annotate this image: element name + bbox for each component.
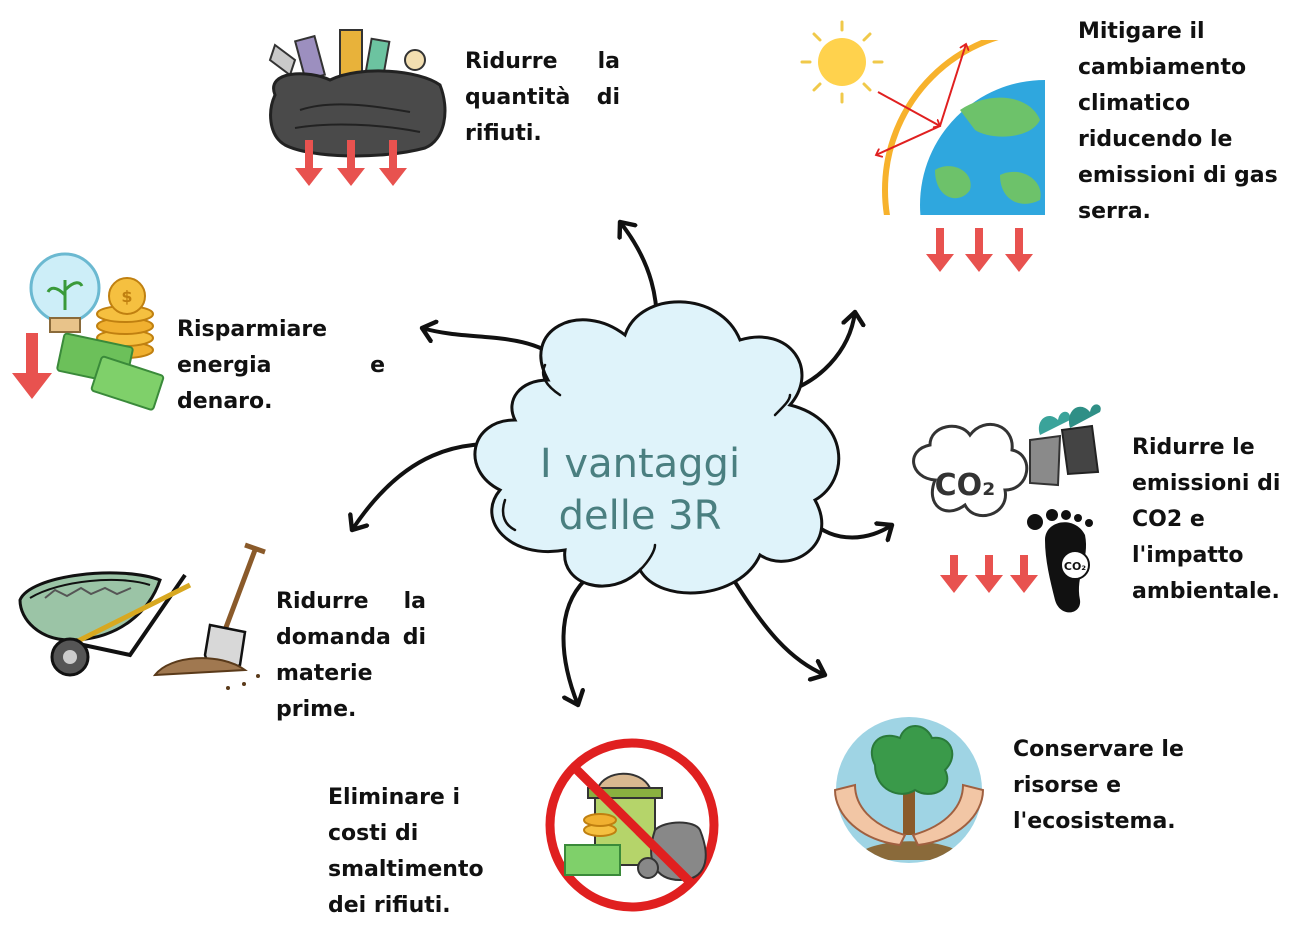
benefit-disposal-text: Eliminare i costi di smaltimento dei rif… xyxy=(328,785,484,918)
waste-pile-icon xyxy=(268,29,447,158)
benefit-materials-text: Ridurre la domanda di materie prime. xyxy=(276,589,426,722)
footprint-icon: CO₂ xyxy=(1027,509,1093,613)
sun-icon xyxy=(800,20,884,104)
center-cloud xyxy=(473,300,841,595)
wheelbarrow-icon xyxy=(18,571,192,677)
earth-icon xyxy=(882,40,1045,215)
benefit-resources-text: Conservare le risorse e l'ecosistema. xyxy=(1013,737,1184,834)
arrow-to-disposal xyxy=(561,578,587,705)
hands-tree-icon xyxy=(833,717,985,863)
arrow-to-resources xyxy=(733,580,825,675)
center-title: I vantaggi delle 3R xyxy=(520,438,760,542)
co2-cloud-icon: CO₂ xyxy=(912,404,1101,518)
co2-cloud-label: CO₂ xyxy=(935,468,996,503)
benefit-waste-text: Ridurre la quantità di rifiuti. xyxy=(465,49,620,146)
down-arrows-icon xyxy=(926,228,1033,272)
center-title-line2: delle 3R xyxy=(558,493,722,539)
radiation-arrows-icon xyxy=(876,44,966,155)
down-arrow-icon xyxy=(12,333,52,399)
benefit-climate-text: Mitigare il cambiamento climatico riduce… xyxy=(1078,19,1278,224)
down-arrows-icon xyxy=(940,555,1038,593)
footprint-co2-label: CO₂ xyxy=(1064,560,1086,573)
lightbulb-money-icon: $ xyxy=(29,252,165,411)
benefit-energy-text: Risparmiare energia e denaro. xyxy=(177,317,385,414)
no-disposal-icon xyxy=(545,738,719,912)
center-title-line1: I vantaggi xyxy=(539,441,741,487)
benefit-co2-text: Ridurre le emissioni di CO2 e l'impatto … xyxy=(1132,435,1281,604)
shovel-icon xyxy=(152,542,266,690)
coin-symbol: $ xyxy=(121,287,132,306)
down-arrows-icon xyxy=(295,140,407,186)
